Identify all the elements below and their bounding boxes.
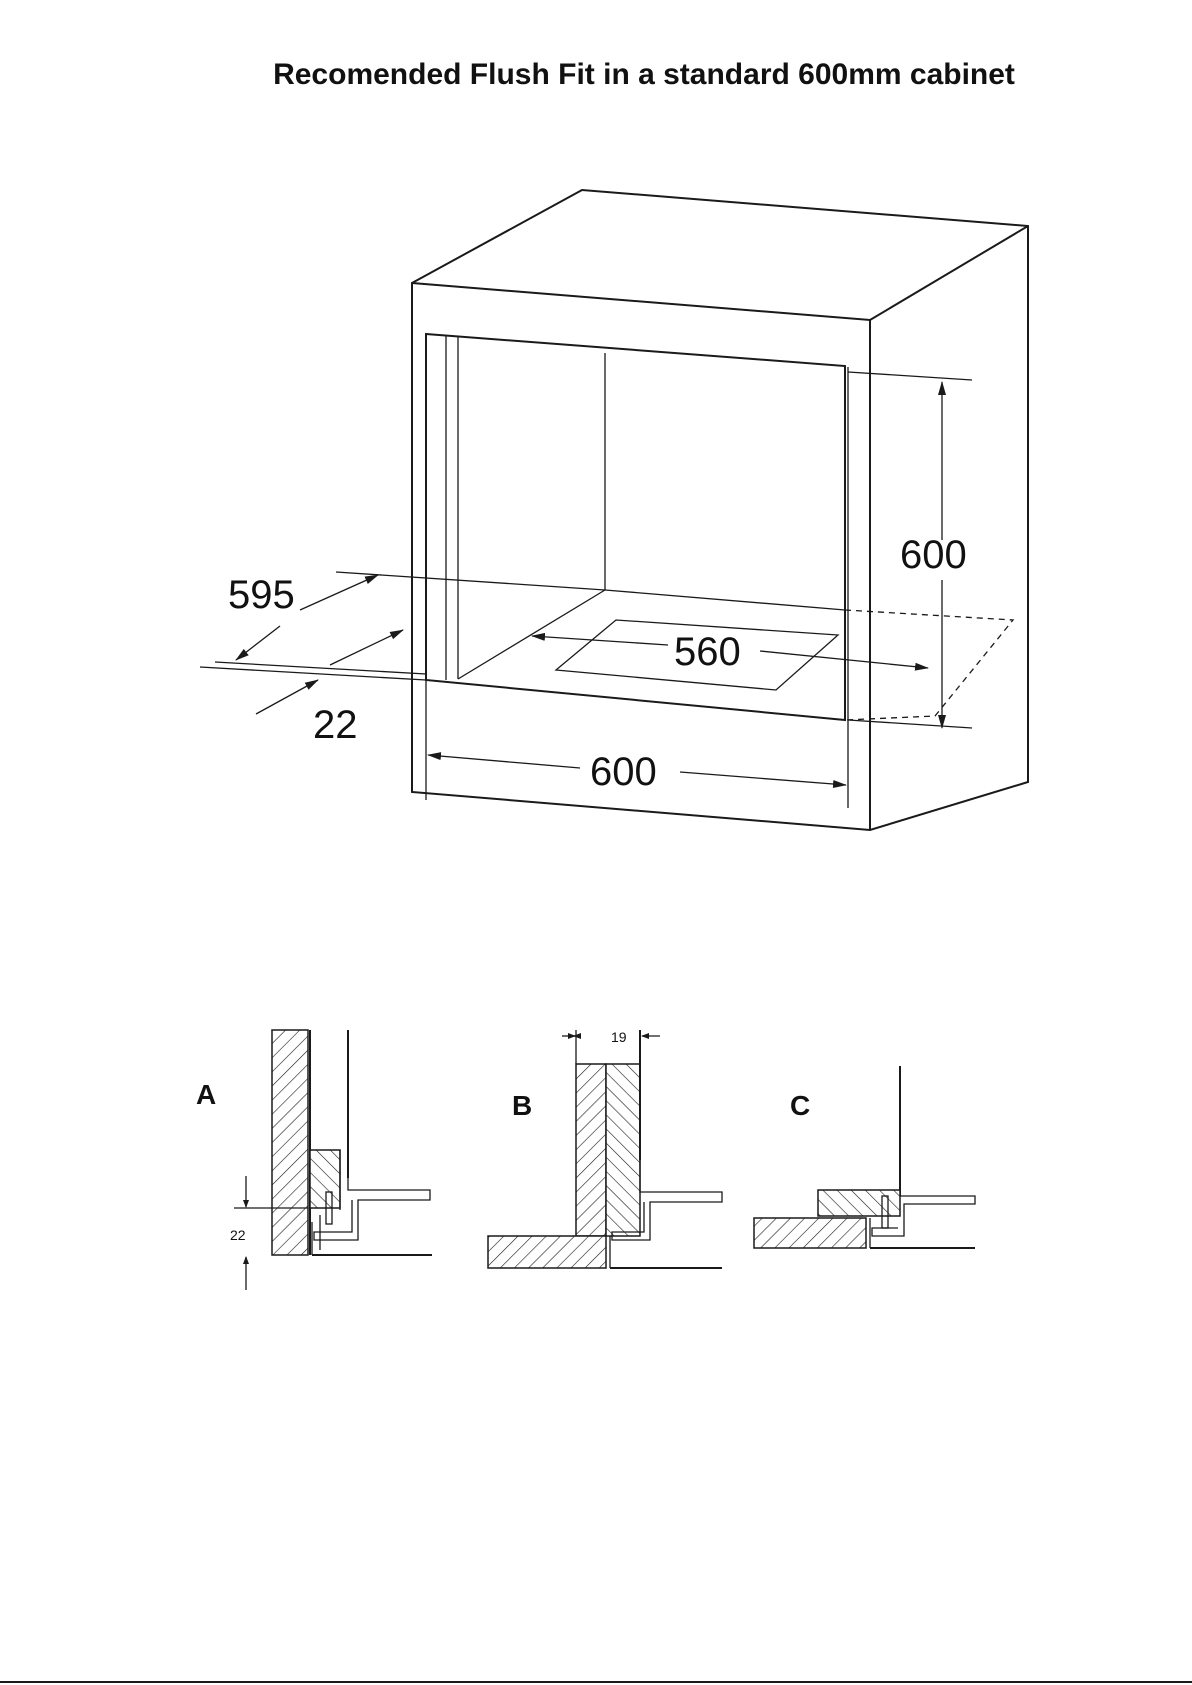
detail-b-dim-label: 19 (611, 1029, 627, 1045)
detail-b: 19 B (488, 1029, 722, 1268)
dim-cutout-label: 560 (674, 630, 741, 674)
dim-depth-outer-label: 595 (228, 573, 295, 617)
cabinet-outline (412, 190, 1028, 830)
detail-c: C (754, 1066, 975, 1248)
dim-height-label: 600 (900, 533, 967, 577)
dim-width-label: 600 (590, 750, 657, 794)
detail-b-letter: B (512, 1090, 532, 1121)
detail-c-letter: C (790, 1090, 810, 1121)
detail-a-letter: A (196, 1079, 216, 1110)
detail-a-dim-label: 22 (230, 1227, 246, 1243)
detail-a: 22 A (196, 1030, 432, 1290)
dim-depth-inner-label: 22 (313, 703, 358, 747)
